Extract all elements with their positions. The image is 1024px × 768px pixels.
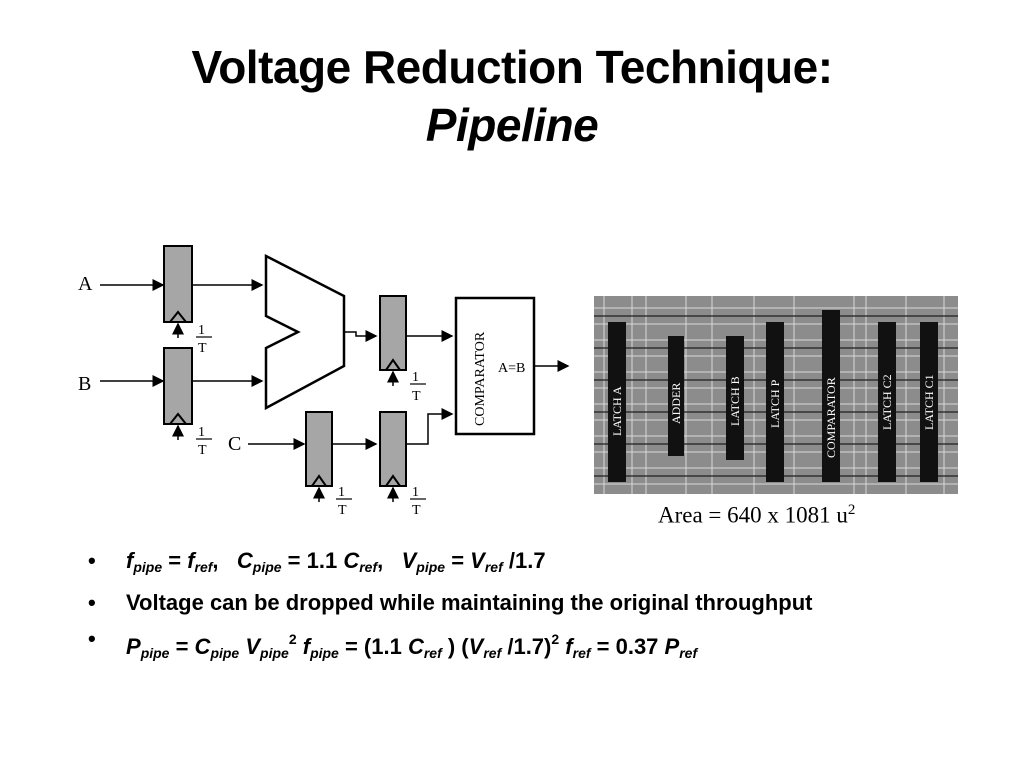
comparator-label: COMPARATOR	[473, 331, 488, 426]
layout-block-latch-a: LATCH A	[608, 322, 626, 482]
latch-b-register	[163, 347, 193, 425]
clock-c2-num: 1	[338, 485, 345, 500]
clock-c1-num: 1	[412, 485, 419, 500]
latch-c1-register	[379, 411, 407, 487]
input-c-label: C	[228, 433, 241, 455]
bullet-2: • Voltage can be dropped while maintaini…	[88, 588, 988, 618]
clock-b-num: 1	[198, 425, 205, 440]
bullet-3: • Ppipe = Cpipe Vpipe2 fpipe = (1.1 Cref…	[88, 626, 698, 661]
area-label: Area = 640 x 1081 u2	[658, 502, 855, 529]
comparator-output-label: A=B	[498, 361, 525, 376]
bullet-marker: •	[88, 626, 96, 651]
clock-c1-den: T	[412, 503, 421, 518]
clock-b-den: T	[198, 443, 207, 458]
clock-c2-den: T	[338, 503, 347, 518]
area-text: Area = 640 x 1081 u	[658, 502, 848, 528]
layout-label-latch-b: LATCH B	[728, 376, 742, 426]
title-line-2: Pipeline	[425, 99, 599, 151]
adder-block	[264, 253, 346, 411]
layout-label-latch-c2: LATCH C2	[880, 374, 894, 430]
layout-block-latch-c2: LATCH C2	[878, 322, 896, 482]
area-exponent: 2	[847, 502, 856, 518]
clock-p-den: T	[412, 389, 421, 404]
latch-c2-register	[305, 411, 333, 487]
bullet-list: • fpipe = fref, Cpipe = 1.1 Cref, Vpipe …	[88, 546, 988, 674]
pipeline-schematic: A B C 1 T 1 T 1 T 1 T	[78, 245, 570, 518]
layout-label-latch-p: LATCH P	[768, 379, 782, 428]
layout-label-latch-c1: LATCH C1	[922, 374, 936, 430]
layout-block-adder: ADDER	[668, 336, 684, 456]
clock-p-num: 1	[412, 370, 419, 385]
comparator-block	[454, 296, 536, 436]
bullet-2-text: Voltage can be dropped while maintaining…	[126, 590, 813, 615]
layout-block-latch-b: LATCH B	[726, 336, 744, 460]
bullet-1: • fpipe = fref, Cpipe = 1.1 Cref, Vpipe …	[88, 548, 546, 575]
layout-block-latch-p: LATCH P	[766, 322, 784, 482]
latch-p-register	[379, 295, 407, 371]
slide-title: Voltage Reduction Technique: Pipeline	[0, 38, 1024, 154]
layout-label-latch-a: LATCH A	[610, 386, 624, 436]
input-b-label: B	[78, 373, 91, 395]
bullet-marker: •	[88, 548, 96, 573]
latch-a-register	[163, 245, 193, 323]
layout-block-latch-c1: LATCH C1	[920, 322, 938, 482]
bullet-marker: •	[88, 590, 96, 615]
layout-label-adder: ADDER	[669, 383, 683, 424]
input-a-label: A	[78, 273, 93, 295]
layout-block-comparator: COMPARATOR	[822, 310, 840, 482]
layout-label-comparator: COMPARATOR	[824, 377, 838, 458]
clock-a-num: 1	[198, 323, 205, 338]
clock-a-den: T	[198, 341, 207, 356]
title-line-1: Voltage Reduction Technique:	[191, 41, 833, 93]
chip-layout: LATCH A ADDER LATCH B LATCH P COMPARATOR…	[594, 296, 958, 494]
